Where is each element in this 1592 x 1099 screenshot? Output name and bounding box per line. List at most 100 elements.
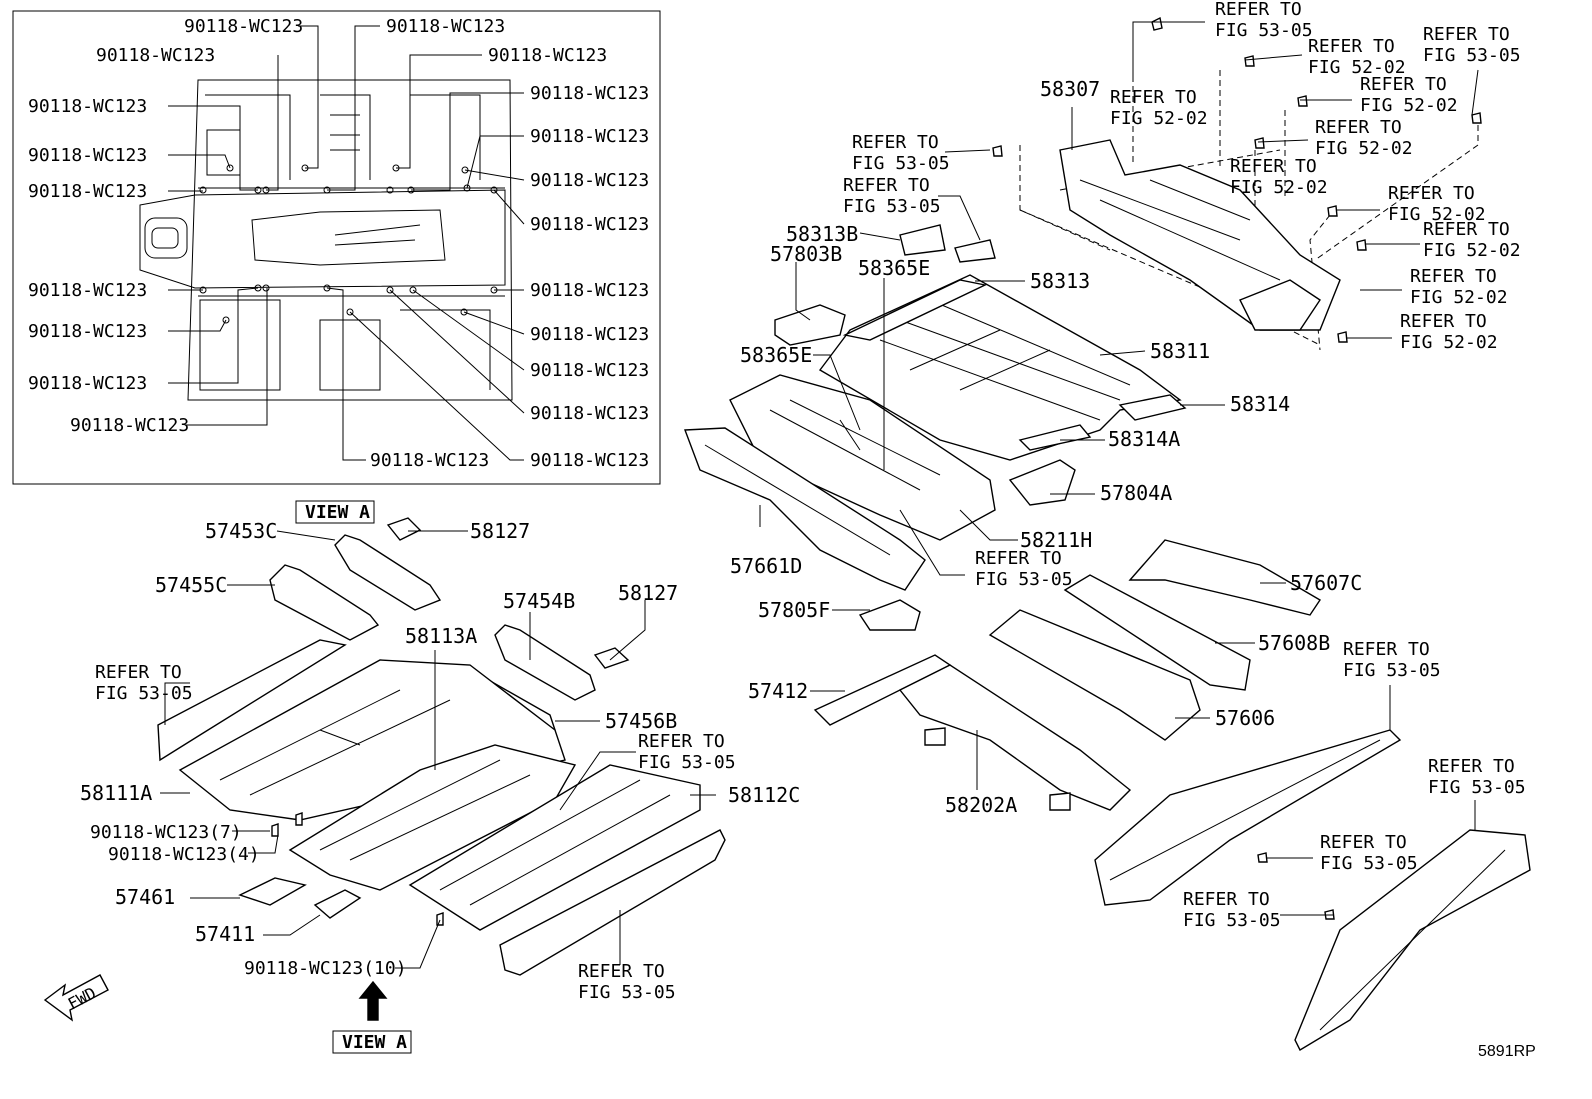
- crossmember-57608B: [1063, 574, 1251, 691]
- refer-label: FIG 53-05: [1215, 20, 1313, 41]
- inset-clip-label: 90118-WC123: [530, 450, 649, 471]
- inset-view-a: 90118-WC123 90118-WC123 90118-WC123 9011…: [12, 10, 661, 485]
- refer-label: FIG 53-05: [638, 752, 736, 773]
- refer-label: FIG 52-02: [1388, 204, 1486, 225]
- side-member-58202A: [898, 664, 1132, 811]
- refer-label: REFER TO: [95, 662, 182, 683]
- part-number: 58314A: [1108, 427, 1180, 451]
- refer-label: REFER TO: [975, 548, 1062, 569]
- refer-label: FIG 52-02: [1410, 287, 1508, 308]
- crossmember-57606: [988, 609, 1201, 741]
- refer-label: FIG 53-05: [975, 569, 1073, 590]
- refer-label: FIG 53-05: [578, 982, 676, 1003]
- inset-clip-label: 90118-WC123: [530, 403, 649, 424]
- refer-label: REFER TO: [1360, 74, 1447, 95]
- part-number: 57608B: [1258, 631, 1330, 655]
- inset-clip-label: 90118-WC123: [370, 450, 489, 471]
- inset-clip-label: 90118-WC123: [28, 280, 147, 301]
- part-number: 58311: [1150, 339, 1210, 363]
- inset-clip-label: 90118-WC123: [184, 16, 303, 37]
- part-number: 57803B: [770, 242, 842, 266]
- refer-label: REFER TO: [1423, 219, 1510, 240]
- part-leaders: [160, 21, 1479, 969]
- part-number: 90118-WC123(7): [90, 822, 242, 843]
- crossmember-group: [813, 539, 1531, 1051]
- front-sill-left: [157, 639, 347, 762]
- front-sill-right: [499, 829, 726, 976]
- part-58127-clip-right: [593, 647, 630, 669]
- refer-label: FIG 53-05: [95, 683, 193, 704]
- refer-label: FIG 53-05: [1428, 777, 1526, 798]
- refer-label: FIG 52-02: [1400, 332, 1498, 353]
- bracket-57454B: [494, 624, 596, 701]
- inset-clip-label: 90118-WC123: [530, 324, 649, 345]
- view-a-box-top: [295, 500, 375, 524]
- part-number: 58307: [1040, 77, 1100, 101]
- inset-clip-label: 90118-WC123: [530, 126, 649, 147]
- refer-labels: REFER TO FIG 53-05 REFER TO FIG 52-02 RE…: [95, 0, 1526, 1003]
- refer-label: FIG 53-05: [852, 153, 950, 174]
- part-number: 58365E: [740, 343, 812, 367]
- part-number: 58112C: [728, 783, 800, 807]
- inset-clip-label: 90118-WC123: [28, 321, 147, 342]
- rear-cross-member-58307: [1059, 139, 1341, 331]
- fwd-arrow-icon: [43, 974, 109, 1022]
- crossmember-57607C: [1128, 539, 1321, 616]
- bracket-57455C: [269, 564, 380, 641]
- part-number: 58202A: [945, 793, 1017, 817]
- bolt-icons: [992, 16, 1482, 343]
- inset-clip-label: 90118-WC123: [28, 145, 147, 166]
- refer-label: REFER TO: [843, 175, 930, 196]
- inset-clip-label: 90118-WC123: [530, 83, 649, 104]
- refer-label: REFER TO: [1428, 756, 1515, 777]
- part-number: 58314: [1230, 392, 1290, 416]
- rear-side-member-left: [1294, 829, 1531, 1051]
- drawing-code: 5891RP: [1478, 1043, 1536, 1060]
- refer-label: FIG 53-05: [843, 196, 941, 217]
- center-tunnel-58113A: [288, 744, 577, 891]
- inset-clip-label: 90118-WC123: [530, 214, 649, 235]
- inset-clip-label: 90118-WC123: [530, 280, 649, 301]
- part-number: 90118-WC123(4): [108, 844, 260, 865]
- refer-label: REFER TO: [1230, 156, 1317, 177]
- rear-floor-group: [684, 16, 1482, 631]
- part-number: 57456B: [605, 709, 677, 733]
- view-a-label-bottom: VIEW A: [342, 1032, 407, 1053]
- refer-label: REFER TO: [578, 961, 665, 982]
- part-number: 57661D: [730, 554, 802, 578]
- bracket-57453C: [334, 534, 442, 611]
- refer-label: FIG 52-02: [1110, 108, 1208, 129]
- refer-label: FIG 53-05: [1423, 45, 1521, 66]
- inset-clip-label: 90118-WC123: [70, 415, 189, 436]
- part-number: 57804A: [1100, 481, 1172, 505]
- refer-label: FIG 53-05: [1343, 660, 1441, 681]
- part-number: 57411: [195, 922, 255, 946]
- part-number: 57805F: [758, 598, 830, 622]
- inset-clip-label: 90118-WC123: [530, 360, 649, 381]
- inset-frame: [12, 10, 661, 485]
- part-58314-plate: [1118, 394, 1187, 421]
- inset-clip-label: 90118-WC123: [28, 181, 147, 202]
- part-number: 57607C: [1290, 571, 1362, 595]
- refer-label: FIG 52-02: [1423, 240, 1521, 261]
- part-number: 58313B: [786, 222, 858, 246]
- part-58127-clip-top: [386, 517, 422, 541]
- inset-clip-label: 90118-WC123: [530, 170, 649, 191]
- inset-clip-label: 90118-WC123: [488, 45, 607, 66]
- view-a-label-top: VIEW A: [305, 502, 370, 523]
- refer-label: FIG 52-02: [1315, 138, 1413, 159]
- part-number: 58365E: [858, 256, 930, 280]
- part-57411: [313, 889, 362, 919]
- refer-label: FIG 53-05: [1320, 853, 1418, 874]
- part-number: 57453C: [205, 519, 277, 543]
- view-a-box-bottom: [332, 1030, 412, 1054]
- part-58313-panel: [842, 279, 988, 341]
- refer-label: REFER TO: [1388, 183, 1475, 204]
- part-57461: [238, 877, 307, 906]
- part-number: 58211H: [1020, 528, 1092, 552]
- refer-label: REFER TO: [1423, 24, 1510, 45]
- part-number: 57454B: [503, 589, 575, 613]
- refer-label: REFER TO: [1400, 311, 1487, 332]
- part-numbers: 58307 58313B 57803B 58365E 58313 58311 5…: [80, 77, 1362, 979]
